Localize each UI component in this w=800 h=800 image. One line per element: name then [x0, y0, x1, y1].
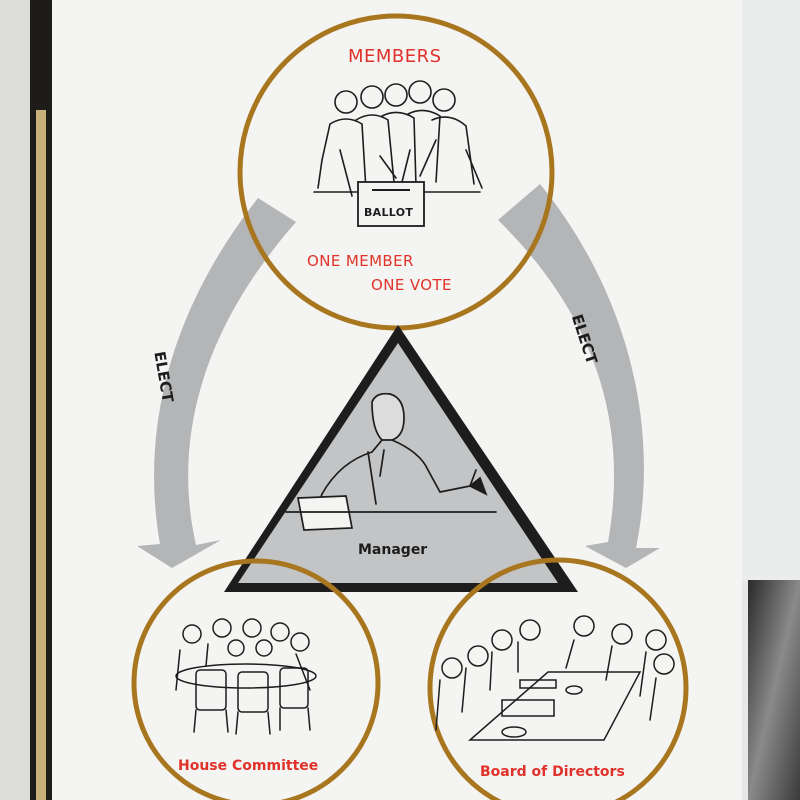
ballot-label: BALLOT [364, 206, 414, 219]
house-committee-circle-ring [131, 558, 381, 800]
board-circle-ring [427, 557, 689, 800]
manager-illustration [285, 392, 497, 531]
members-circle-ring [237, 13, 555, 331]
voters-illustration [313, 80, 483, 197]
members-title: MEMBERS [348, 46, 442, 67]
board-illustration [435, 615, 675, 741]
house-committee-label: House Committee [178, 758, 319, 774]
photo-shading [748, 580, 800, 800]
slogan-line-1: ONE MEMBER [307, 252, 414, 270]
ballot-box [357, 181, 425, 227]
elect-arrow-left [137, 198, 296, 568]
house-committee-illustration [175, 618, 317, 735]
elect-arrow-right [498, 184, 660, 568]
spine-gold-strip [36, 110, 46, 800]
board-of-directors-label: Board of Directors [480, 764, 625, 780]
slogan-line-2: ONE VOTE [371, 276, 452, 294]
manager-label: Manager [358, 542, 428, 558]
right-background [742, 0, 800, 580]
